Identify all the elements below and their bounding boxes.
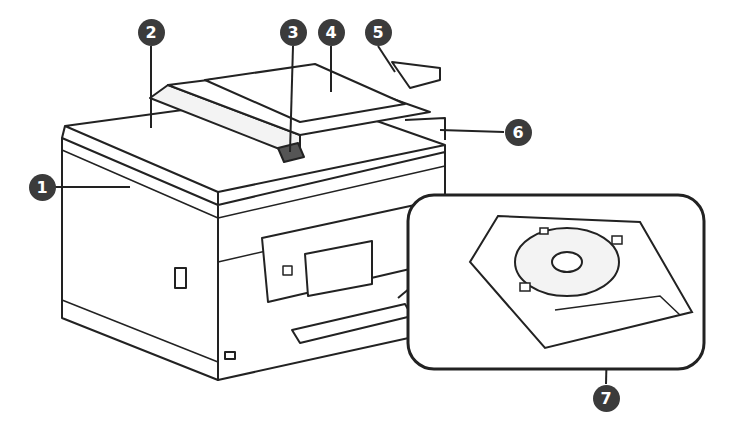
- disc-hub: [552, 252, 582, 272]
- touch-screen: [305, 241, 372, 296]
- inset-frame: [408, 195, 704, 369]
- card-slot: [225, 352, 235, 359]
- lid-seam: [62, 150, 445, 218]
- tray-edge: [555, 296, 680, 315]
- leader-line: [440, 130, 504, 132]
- leader-line: [150, 46, 152, 128]
- lid-edge: [217, 192, 219, 205]
- home-button: [283, 266, 292, 275]
- cassette-line: [62, 300, 218, 362]
- cd-tray-inset: [408, 195, 704, 369]
- callout-number: 1: [29, 174, 56, 201]
- paper-support: [205, 64, 405, 122]
- callout-number: 2: [138, 19, 165, 46]
- callout-number: 4: [318, 19, 345, 46]
- cd-tray: [470, 216, 692, 348]
- leader-line: [330, 46, 332, 92]
- tray-marker: [540, 228, 548, 234]
- lid-edge: [444, 145, 446, 152]
- callout-number: 7: [593, 385, 620, 412]
- lid-edge: [62, 126, 65, 138]
- tray-marker: [520, 283, 530, 291]
- output-tray: [405, 118, 445, 140]
- leader-line: [290, 46, 293, 152]
- callout-number: 3: [280, 19, 307, 46]
- side-handle: [175, 268, 186, 288]
- document-feeder: [150, 62, 445, 162]
- disc: [515, 228, 619, 296]
- callout-number: 5: [365, 19, 392, 46]
- paper-output-tray: [292, 304, 412, 343]
- leader-line: [378, 46, 395, 72]
- tray-marker: [612, 236, 622, 244]
- leader-line: [55, 186, 130, 188]
- callout-number: 6: [505, 119, 532, 146]
- tray-extension: [392, 62, 440, 88]
